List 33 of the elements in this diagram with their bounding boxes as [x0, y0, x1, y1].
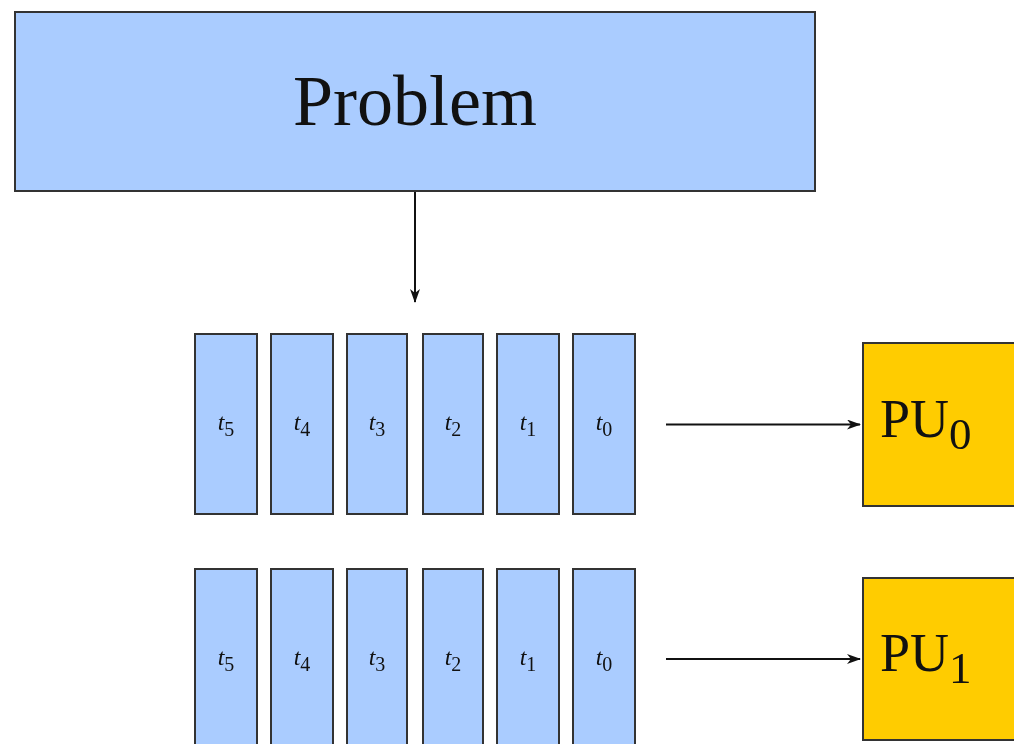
task-label: t$_{1}$ — [519, 408, 537, 440]
task-label: t$_{3}$ — [368, 408, 386, 440]
arrow — [665, 419, 861, 430]
task-label: t$_{5}$ — [217, 408, 235, 440]
task-box — [572, 568, 636, 744]
task-label: t$_{0}$ — [595, 643, 613, 675]
arrow — [410, 191, 420, 303]
task-label: t$_{3}$ — [368, 643, 386, 675]
task-label: t$_{2}$ — [444, 643, 462, 675]
task-box — [194, 333, 258, 515]
task-label: t$_{0}$ — [595, 408, 613, 440]
task-label: t$_{4}$ — [293, 643, 311, 675]
task-box — [422, 333, 484, 515]
processing-unit-box — [862, 577, 1014, 741]
task-box — [346, 568, 408, 744]
task-label: t$_{1}$ — [519, 643, 537, 675]
arrow — [665, 654, 861, 664]
task-box — [572, 333, 636, 515]
task-box — [496, 568, 560, 744]
task-box — [270, 568, 334, 744]
problem-box — [14, 11, 816, 192]
task-label: t$_{4}$ — [293, 408, 311, 440]
title-text: Problem — [293, 61, 537, 142]
unit-label: PU$_{1}$ — [880, 624, 972, 694]
task-label: t$_{2}$ — [444, 408, 462, 440]
task-box — [346, 333, 408, 515]
processing-unit-box — [862, 342, 1014, 507]
task-label: t$_{5}$ — [217, 643, 235, 675]
task-box — [422, 568, 484, 744]
task-box — [496, 333, 560, 515]
task-box — [194, 568, 258, 744]
unit-label: PU$_{0}$ — [880, 389, 972, 460]
task-box — [270, 333, 334, 515]
